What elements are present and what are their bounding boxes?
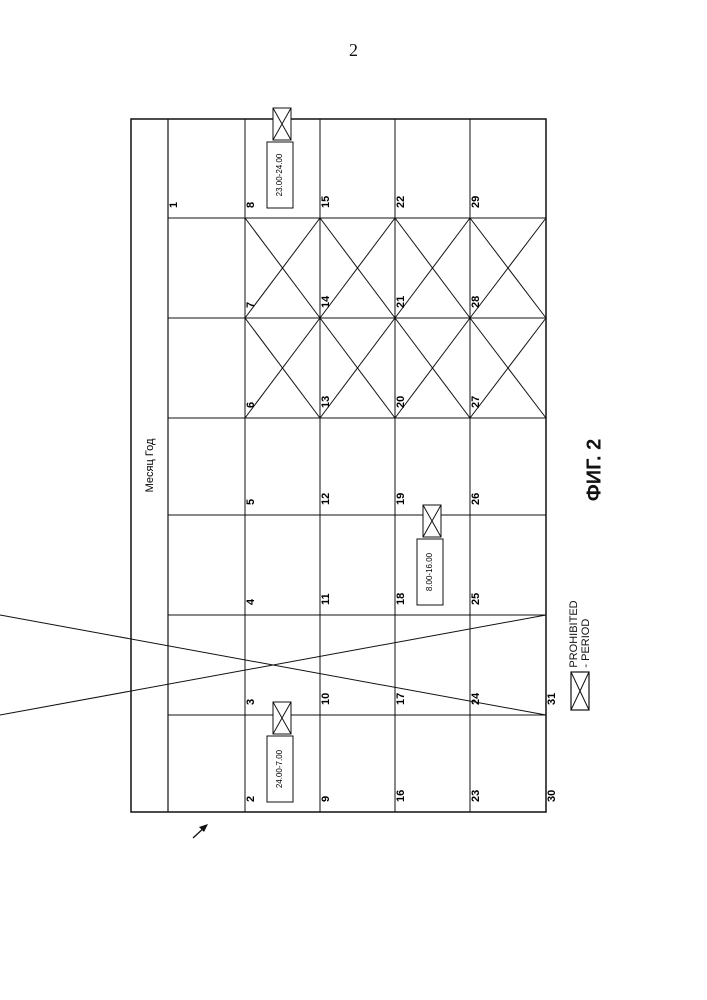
day-number: 29 [470,196,482,208]
day-number: 19 [395,493,407,505]
day-number: 22 [395,196,407,208]
day-number: 28 [470,296,482,308]
day-number: 9 [320,796,332,802]
day-number: 20 [395,396,407,408]
figure-caption: ФИГ. 2 [584,439,607,502]
day-number: 12 [320,493,332,505]
pointer-arrow-icon [193,824,208,838]
day-number: 13 [320,396,332,408]
day-number: 23 [470,790,482,802]
day-number: 10 [320,693,332,705]
day-number: 7 [245,302,257,308]
day-number: 25 [470,593,482,605]
calendar-header: Месяц Год [144,438,156,492]
day-number: 5 [245,499,257,505]
period-label: 24.00-7.00 [275,749,284,788]
day-number: 16 [395,790,407,802]
day-number: 4 [245,598,257,605]
calendar-grid: Месяц Год1234567891011121314151617181920… [0,108,558,812]
day-number: 17 [395,693,407,705]
day-number: 21 [395,296,407,308]
day-number: 8 [245,202,257,208]
calendar-frame [131,119,546,812]
day-number: 14 [320,295,332,308]
legend-prohibited-icon [571,672,589,710]
day-number: 3 [245,699,257,705]
day-number: 15 [320,196,332,208]
legend-label: PROHIBITED - PERIOD [568,600,592,667]
period-label: 8.00-16.00 [425,552,434,591]
day-number: 6 [245,402,257,408]
day-number: 27 [470,396,482,408]
day-number: 30 [546,790,558,802]
legend-line-1: PROHIBITED [568,600,580,667]
day-number: 2 [245,796,257,802]
day-number: 18 [395,593,407,605]
day-number: 1 [168,202,180,208]
day-number: 31 [546,693,558,705]
day-number: 11 [320,593,332,605]
period-label: 23.00-24.00 [275,153,284,196]
day-number: 26 [470,493,482,505]
legend-line-2: - PERIOD [580,600,592,667]
